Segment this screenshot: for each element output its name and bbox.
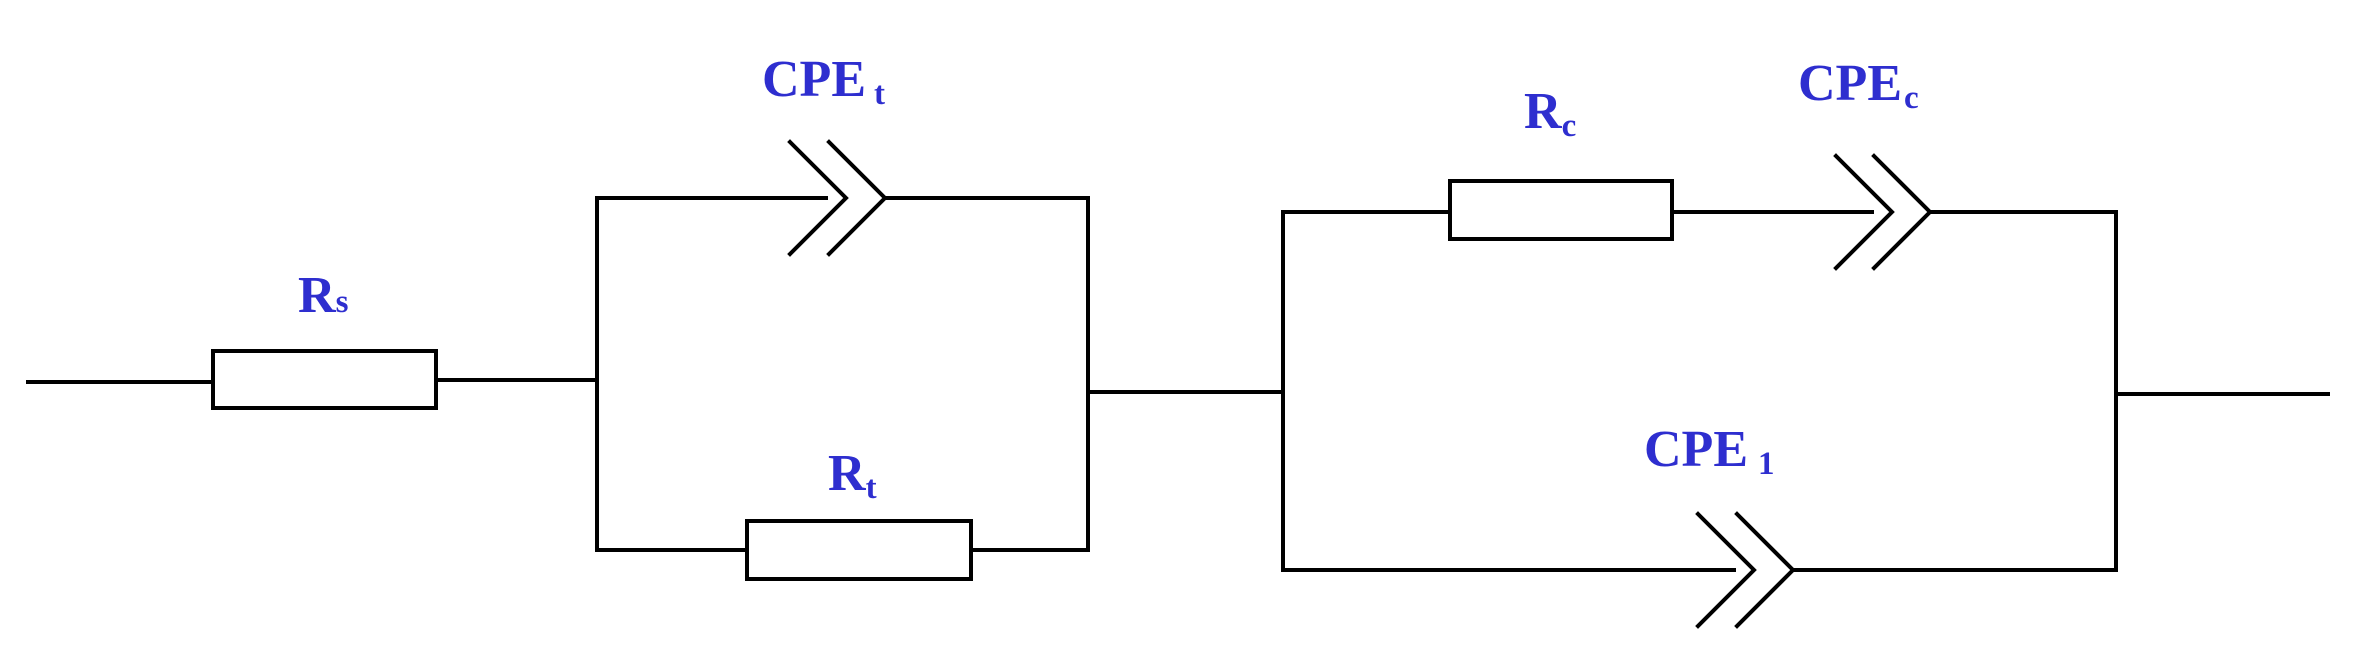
label-rc-sub: c — [1562, 108, 1577, 144]
resistor-rc — [1448, 179, 1674, 241]
label-rt-main: R — [828, 445, 867, 502]
cpe-t-symbol — [787, 139, 888, 257]
label-cpet-sub: t — [874, 76, 885, 112]
label-cpec-sub: c — [1904, 80, 1919, 116]
label-rt-sub: t — [866, 470, 877, 506]
label-rt: Rt — [828, 445, 877, 506]
circuit-wires — [26, 196, 2330, 572]
label-cpec: CPEc — [1798, 55, 1919, 116]
label-cpet-main: CPE — [762, 51, 866, 108]
label-cpe1-sub: 1 — [1758, 446, 1775, 482]
label-cpec-main: CPE — [1798, 55, 1902, 112]
cpe-c-symbol — [1833, 153, 1933, 271]
label-rs-sub: s — [336, 284, 349, 320]
cpe-1-symbol — [1695, 511, 1796, 629]
label-rc-main: R — [1524, 83, 1563, 140]
resistor-rt — [745, 519, 973, 581]
label-rs-main: R — [298, 267, 337, 324]
resistor-rs — [211, 349, 438, 410]
label-cpe1-main: CPE — [1644, 421, 1748, 478]
label-rs: Rs — [298, 267, 349, 324]
label-rc: Rc — [1524, 83, 1576, 144]
label-cpe1: CPE 1 — [1644, 421, 1775, 482]
